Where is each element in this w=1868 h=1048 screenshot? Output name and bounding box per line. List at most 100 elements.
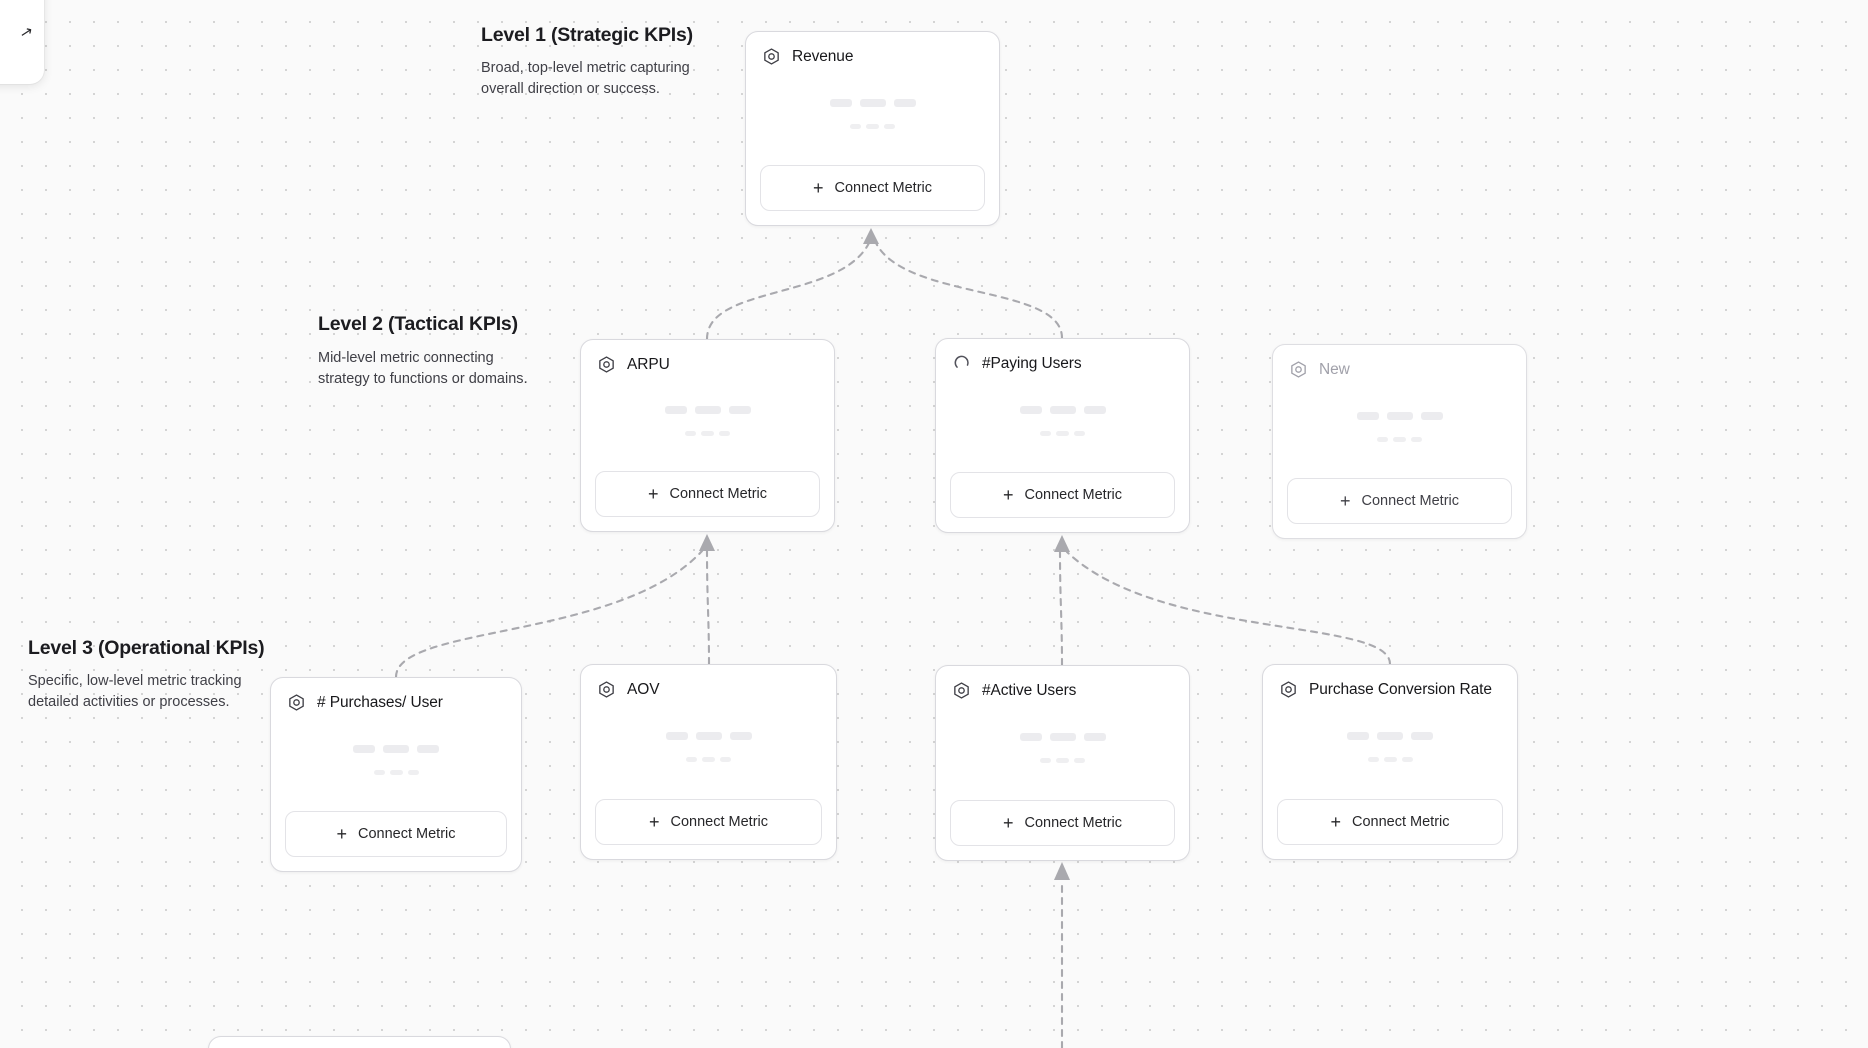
connect-metric-button[interactable]: + Connect Metric [1277, 799, 1503, 845]
skeleton-bar [1056, 430, 1069, 436]
hexagon-icon [289, 694, 304, 711]
plus-icon: + [1002, 485, 1014, 505]
skeleton-bar [1056, 758, 1069, 763]
skeleton-bar [720, 757, 731, 762]
skeleton-bar [1074, 758, 1085, 763]
card-header: New [1273, 345, 1526, 379]
skeleton-bar [1049, 733, 1076, 741]
skeleton-bar [1040, 430, 1051, 436]
edge-active-to-paying [1058, 550, 1064, 667]
skeleton-row-secondary [373, 769, 419, 775]
skeleton-row-primary [1356, 411, 1443, 420]
metric-card-purchase-conversion-rate[interactable]: Purchase Conversion Rate + Connect Metri… [1262, 664, 1518, 860]
skeleton-bar [407, 769, 419, 775]
skeleton-bar [1377, 732, 1403, 740]
level-1-description: Broad, top-level metric capturing overal… [481, 60, 690, 98]
card-skeleton-body [581, 699, 836, 799]
metric-card-arpu[interactable]: ARPU + Connect Metric [580, 339, 835, 532]
connect-metric-label: Connect Metric [1024, 487, 1123, 503]
card-title: # Purchases/ User [317, 693, 443, 711]
card-skeleton-body [271, 712, 521, 811]
skeleton-bar [728, 405, 751, 414]
level-1-title: Level 1 (Strategic KPIs) [481, 24, 693, 46]
card-skeleton-body [936, 373, 1189, 472]
skeleton-bar [1411, 436, 1422, 442]
skeleton-row-primary [353, 744, 439, 753]
metric-card-offscreen-bottom[interactable] [208, 1036, 511, 1048]
metric-card-new[interactable]: New + Connect Metric [1272, 344, 1527, 539]
card-title: ARPU [627, 355, 670, 373]
card-title: #Active Users [982, 681, 1077, 699]
connect-metric-button[interactable]: + Connect Metric [1287, 478, 1512, 524]
level-2-title: Level 2 (Tactical KPIs) [318, 313, 518, 335]
skeleton-bar [686, 757, 697, 762]
plus-icon: + [812, 178, 824, 198]
skeleton-row-secondary [685, 430, 730, 436]
skeleton-bar [701, 430, 714, 436]
skeleton-bar [353, 744, 375, 753]
hexagon-icon [1291, 361, 1306, 378]
skeleton-bar [1083, 405, 1106, 414]
card-header: Purchase Conversion Rate [1263, 665, 1517, 699]
card-skeleton-body [746, 66, 999, 165]
card-header: #Active Users [936, 666, 1189, 700]
arrowhead-arpu [699, 534, 715, 551]
connect-metric-button[interactable]: + Connect Metric [950, 800, 1175, 846]
skeleton-bar [694, 405, 721, 414]
skeleton-bar [729, 732, 752, 740]
skeleton-bar [1420, 411, 1443, 420]
skeleton-bar [1347, 732, 1369, 740]
card-header: #Paying Users [936, 339, 1189, 373]
hexagon-icon [1281, 681, 1296, 698]
edge-pcr-to-paying [1065, 550, 1392, 666]
metric-card-paying-users[interactable]: #Paying Users + Connect Metric [935, 338, 1190, 533]
metric-card-purchases-per-user[interactable]: # Purchases/ User + Connect Metric [270, 677, 522, 872]
card-title: AOV [627, 680, 660, 698]
skeleton-bar [1393, 436, 1406, 442]
level-3-label: Level 3 (Operational KPIs) Specific, low… [28, 637, 265, 713]
skeleton-bar [695, 732, 722, 740]
skeleton-bar [389, 769, 403, 775]
level-2-label: Level 2 (Tactical KPIs) Mid-level metric… [318, 313, 536, 390]
connect-metric-label: Connect Metric [358, 826, 456, 842]
plus-icon: + [1330, 812, 1341, 832]
skeleton-bar [1377, 436, 1388, 442]
hexagon-icon [954, 682, 969, 699]
skeleton-bar [1074, 430, 1085, 436]
connect-metric-button[interactable]: + Connect Metric [595, 799, 822, 845]
skeleton-row-primary [1019, 733, 1106, 741]
floating-corner-panel[interactable]: ↗ [0, 0, 44, 84]
level-3-title: Level 3 (Operational KPIs) [28, 637, 265, 659]
skeleton-bar [665, 732, 688, 740]
skeleton-bar [850, 123, 861, 129]
skeleton-row-primary [665, 732, 752, 740]
edge-aov-to-arpu [705, 549, 711, 666]
connect-metric-button[interactable]: + Connect Metric [595, 471, 820, 517]
connect-metric-button[interactable]: + Connect Metric [760, 165, 985, 211]
connect-metric-button[interactable]: + Connect Metric [285, 811, 507, 857]
skeleton-bar [702, 757, 715, 762]
skeleton-bar [1356, 411, 1379, 420]
connect-metric-button[interactable]: + Connect Metric [950, 472, 1175, 518]
hexagon-icon [599, 356, 614, 373]
skeleton-bar [685, 430, 696, 436]
hexagon-icon [599, 681, 614, 698]
skeleton-bar [417, 744, 439, 753]
metric-card-active-users[interactable]: #Active Users + Connect Metric [935, 665, 1190, 861]
skeleton-bar [1019, 405, 1042, 414]
skeleton-bar [859, 98, 886, 107]
skeleton-bar [1383, 757, 1397, 762]
connect-metric-label: Connect Metric [1361, 493, 1460, 509]
metric-card-aov[interactable]: AOV + Connect Metric [580, 664, 837, 860]
skeleton-row-secondary [1040, 430, 1085, 436]
edge-purchases-to-arpu [394, 549, 704, 679]
card-skeleton-body [1263, 699, 1517, 799]
metric-card-revenue[interactable]: Revenue + Connect Metric [745, 31, 1000, 226]
skeleton-bar [1386, 411, 1413, 420]
skeleton-bar [664, 405, 687, 414]
card-title: #Paying Users [982, 354, 1082, 372]
skeleton-row-primary [664, 405, 751, 414]
connect-metric-label: Connect Metric [1024, 815, 1123, 831]
skeleton-bar [1019, 733, 1042, 741]
